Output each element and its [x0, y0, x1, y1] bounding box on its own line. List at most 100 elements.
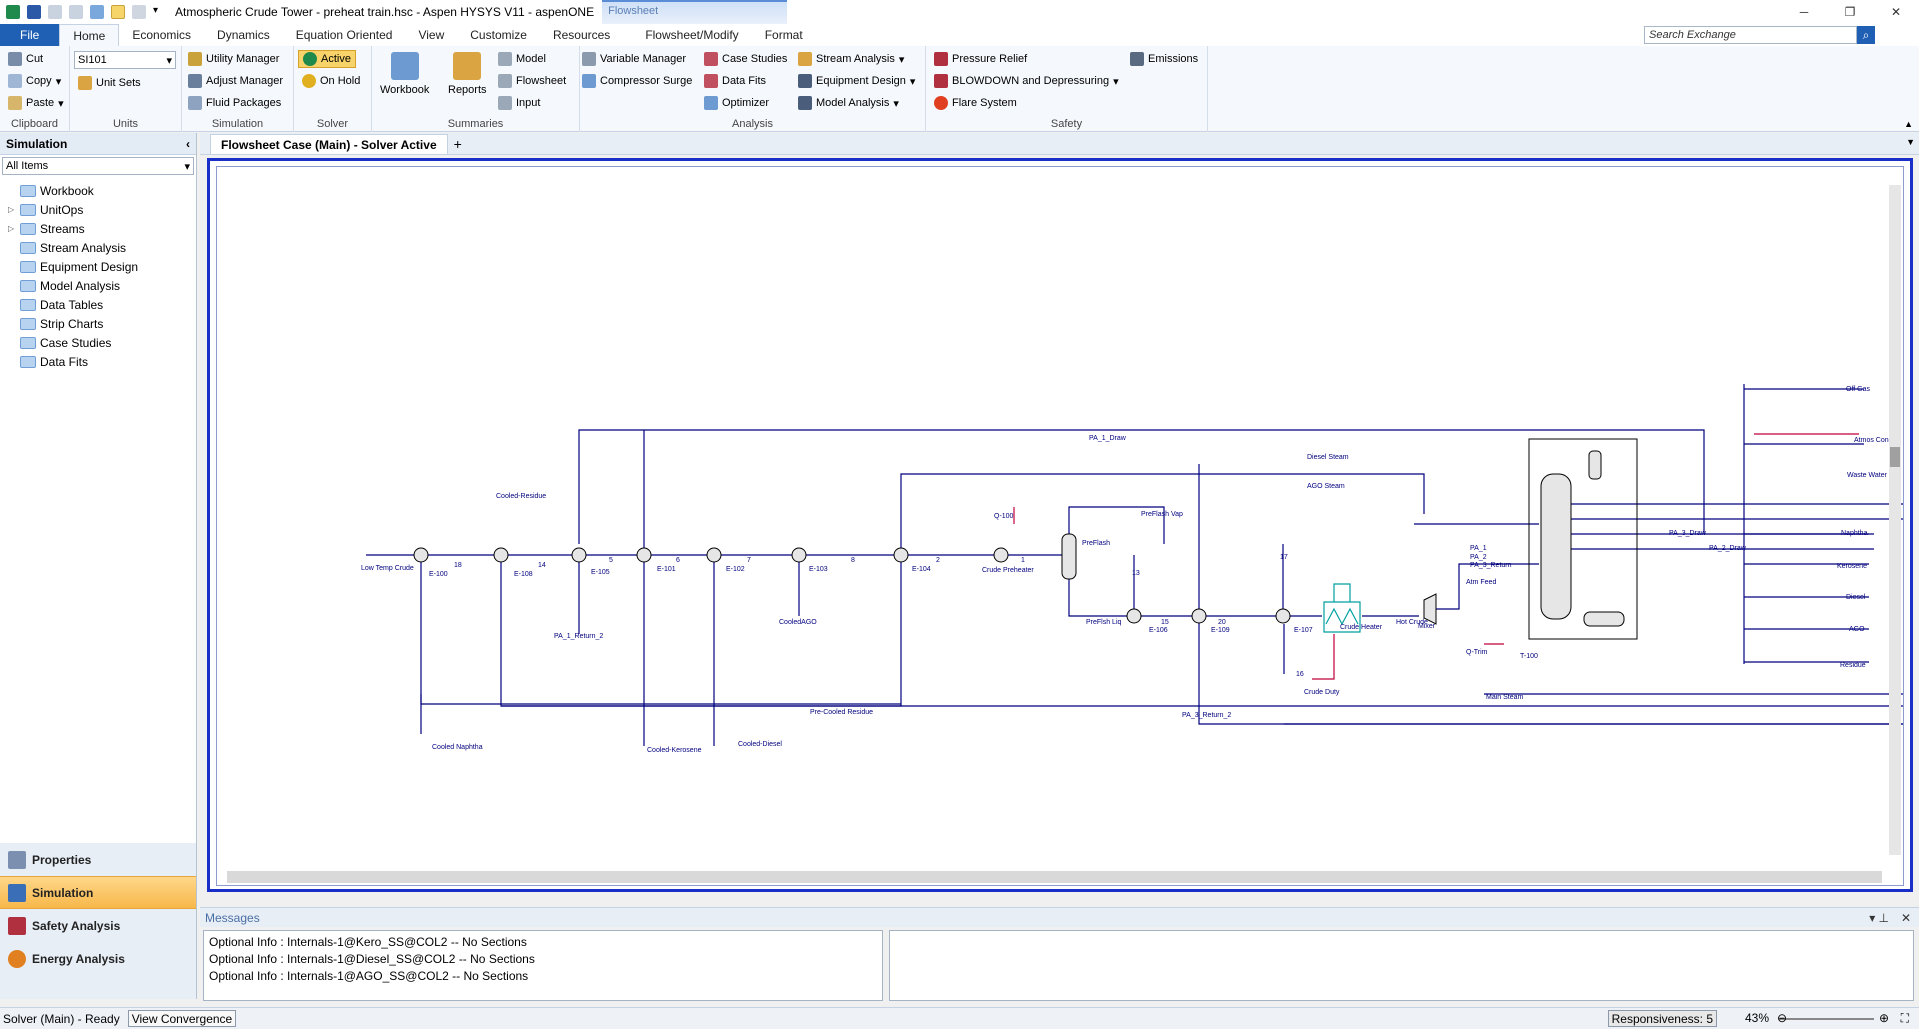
stream-preflash-vap[interactable]	[1068, 506, 1165, 544]
view-convergence-button[interactable]: View Convergence	[127, 1010, 237, 1027]
label-crude-duty[interactable]: Crude Duty	[1304, 689, 1340, 696]
close-messages-icon[interactable]: ✕	[1900, 910, 1911, 925]
label-2[interactable]: 2	[936, 557, 940, 564]
expand-icon[interactable]: ▷	[8, 205, 15, 214]
fit-to-window-icon[interactable]: ⛶	[1900, 1011, 1909, 1025]
variable-manager-button[interactable]: Variable Manager	[582, 50, 686, 68]
tree-item-data-tables[interactable]: Data Tables	[0, 295, 196, 314]
new-tab-icon[interactable]: +	[453, 136, 462, 152]
tree-item-unitops[interactable]: ▷UnitOps	[0, 200, 196, 219]
label-crude-preheater[interactable]: Crude Preheater	[982, 567, 1034, 574]
label-e102[interactable]: E-102	[726, 566, 745, 573]
tree-item-strip-charts[interactable]: Strip Charts	[0, 314, 196, 333]
case-studies-button[interactable]: Case Studies	[704, 50, 787, 68]
mixer[interactable]	[1423, 593, 1437, 625]
tab-equation-oriented[interactable]: Equation Oriented	[295, 28, 393, 42]
label-5[interactable]: 5	[609, 557, 613, 564]
copy-button[interactable]: Copy▾	[8, 72, 61, 90]
unit-sets-button[interactable]: Unit Sets	[78, 74, 141, 92]
label-18[interactable]: 18	[454, 562, 462, 569]
stream-bottoms[interactable]	[501, 555, 902, 707]
model-analysis-button[interactable]: Model Analysis▾	[798, 94, 899, 112]
label-q100[interactable]: Q-100	[994, 513, 1014, 520]
stream-side-draws[interactable]	[1564, 503, 1904, 550]
heater-crude-preheater[interactable]	[993, 547, 1009, 563]
tree-item-model-analysis[interactable]: Model Analysis	[0, 276, 196, 295]
tree-item-workbook[interactable]: Workbook	[0, 181, 196, 200]
label-diesel[interactable]: Diesel	[1846, 594, 1866, 601]
undo-icon[interactable]	[48, 5, 62, 19]
stream-naphtha-loop[interactable]	[500, 555, 1904, 707]
stream-residue-out[interactable]	[420, 694, 901, 705]
tab-flowsheet-modify[interactable]: Flowsheet/Modify	[645, 28, 739, 42]
tab-list-icon[interactable]: ▼	[1906, 137, 1915, 147]
paste-button[interactable]: Paste▾	[8, 94, 64, 112]
tree-item-equipment-design[interactable]: Equipment Design	[0, 257, 196, 276]
exchanger-e108[interactable]	[493, 547, 509, 563]
minimize-icon[interactable]: ─	[1799, 5, 1809, 19]
compressor-surge-button[interactable]: Compressor Surge	[582, 72, 692, 90]
separator-preflash[interactable]	[1061, 533, 1077, 580]
responsiveness-button[interactable]: Responsiveness: 5	[1607, 1010, 1717, 1027]
energy-crude-duty[interactable]	[1312, 634, 1335, 680]
tree-item-data-fits[interactable]: Data Fits	[0, 352, 196, 371]
nav-safety-analysis-button[interactable]: Safety Analysis	[0, 909, 196, 942]
label-hot-crude[interactable]: Hot Crude	[1396, 619, 1428, 626]
stream-preflash-liq[interactable]	[1068, 569, 1282, 617]
customize-qat-icon[interactable]: ▾	[153, 5, 159, 16]
label-cooled-residue[interactable]: Cooled-Residue	[496, 493, 546, 500]
tab-dynamics[interactable]: Dynamics	[217, 28, 270, 42]
close-icon[interactable]: ✕	[1890, 5, 1902, 19]
label-cooled-naphtha[interactable]: Cooled Naphtha	[432, 744, 483, 751]
label-e101[interactable]: E-101	[657, 566, 676, 573]
messages-list[interactable]: Optional Info : Internals-1@Kero_SS@COL2…	[203, 930, 883, 1001]
stream-outlets[interactable]	[1743, 384, 1869, 664]
label-e108[interactable]: E-108	[514, 571, 533, 578]
flare-system-button[interactable]: Flare System	[934, 94, 1017, 112]
exchanger-e109[interactable]	[1191, 608, 1207, 624]
search-icon[interactable]: ⌕	[1857, 26, 1875, 44]
label-cooled-kerosene[interactable]: Cooled-Kerosene	[647, 747, 702, 754]
label-naphtha[interactable]: Naphtha	[1841, 530, 1868, 537]
tree-item-case-studies[interactable]: Case Studies	[0, 333, 196, 352]
zoom-in-icon[interactable]: ⊕	[1878, 1011, 1889, 1025]
solver-on-hold-button[interactable]: On Hold	[302, 72, 360, 90]
label-pa2-draw[interactable]: PA_2_Draw	[1709, 545, 1747, 552]
expand-icon[interactable]: ▷	[8, 224, 15, 233]
optimizer-button[interactable]: Optimizer	[704, 94, 769, 112]
label-preflash[interactable]: PreFlash	[1082, 540, 1110, 547]
notes-icon[interactable]	[111, 5, 125, 19]
collapse-pane-icon[interactable]: ‹	[186, 136, 190, 151]
label-cooled-diesel[interactable]: Cooled-Diesel	[738, 741, 782, 748]
equipment-design-button[interactable]: Equipment Design▾	[798, 72, 915, 90]
tab-format[interactable]: Format	[764, 28, 803, 42]
pin-icon[interactable]: ▾ ⊥	[1869, 910, 1889, 925]
pressure-relief-button[interactable]: Pressure Relief	[934, 50, 1027, 68]
save-icon[interactable]	[27, 5, 41, 19]
exchanger-e105[interactable]	[571, 547, 587, 563]
unit-set-select[interactable]: SI101▾	[74, 51, 176, 69]
label-6[interactable]: 6	[676, 557, 680, 564]
t100-frame[interactable]	[1528, 438, 1638, 640]
collapse-ribbon-icon[interactable]: ▲	[1904, 119, 1913, 129]
label-preflash-vap[interactable]: PreFlash Vap	[1141, 511, 1183, 518]
reboiler[interactable]	[1583, 611, 1625, 627]
data-fits-button[interactable]: Data Fits	[704, 72, 766, 90]
zoom-slider[interactable]	[1779, 1018, 1874, 1020]
tree-item-stream-analysis[interactable]: Stream Analysis	[0, 238, 196, 257]
label-20[interactable]: 20	[1218, 619, 1226, 626]
solver-active-button[interactable]: Active	[298, 50, 356, 68]
label-ago-steam[interactable]: AGO Steam	[1307, 483, 1345, 490]
tab-economics[interactable]: Economics	[132, 28, 192, 42]
label-pa1[interactable]: PA_1	[1470, 545, 1487, 552]
label-crude-heater[interactable]: Crude Heater	[1340, 624, 1383, 631]
open-icon[interactable]	[132, 5, 146, 19]
emissions-button[interactable]: Emissions	[1130, 50, 1198, 68]
label-off-gas[interactable]: Off Gas	[1846, 386, 1870, 393]
tree-item-streams[interactable]: ▷Streams	[0, 219, 196, 238]
label-t100[interactable]: T-100	[1520, 653, 1538, 660]
label-main-steam[interactable]: Main Steam	[1486, 694, 1524, 701]
label-pa1-draw[interactable]: PA_1_Draw	[1089, 435, 1127, 442]
exchanger-e107[interactable]	[1275, 608, 1291, 624]
label-13[interactable]: 13	[1132, 570, 1140, 577]
